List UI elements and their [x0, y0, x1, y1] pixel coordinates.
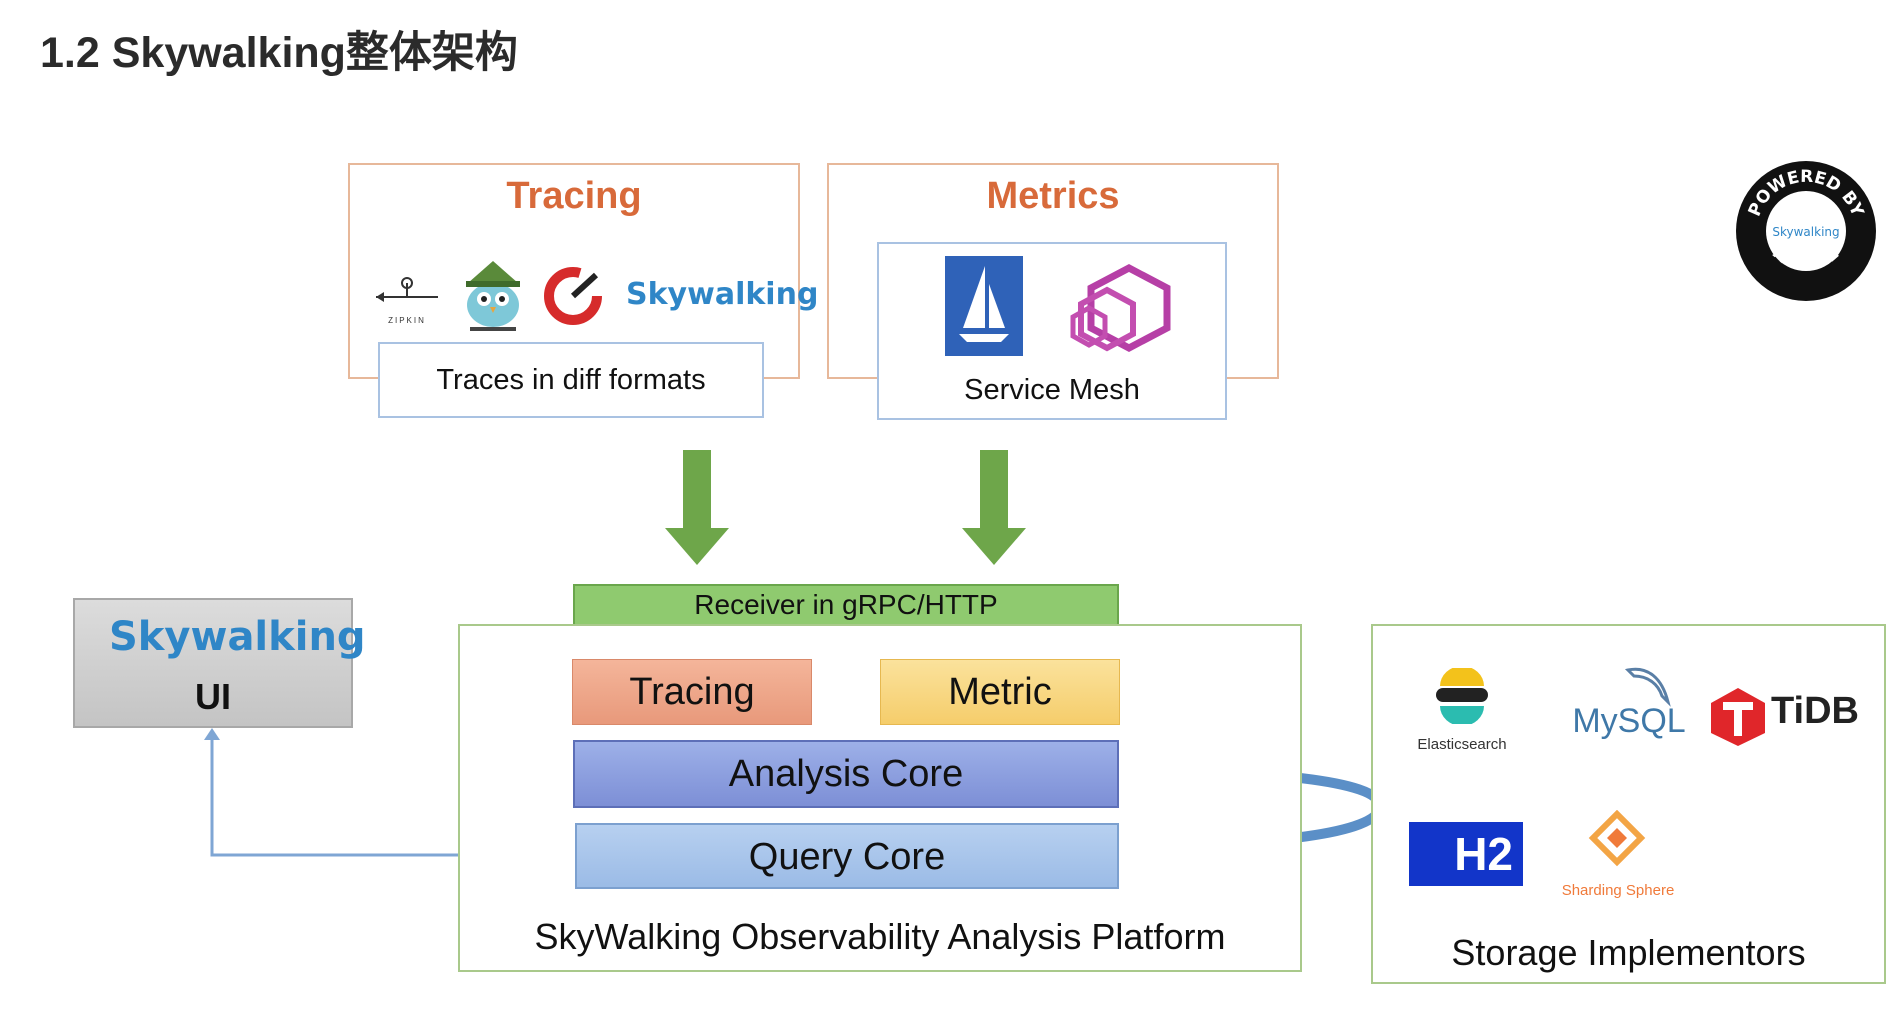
mysql-dolphin-icon	[1624, 667, 1671, 707]
query-core-box: Query Core	[575, 823, 1119, 889]
ui-label: UI	[195, 676, 231, 717]
service-mesh-caption: Service Mesh	[964, 374, 1140, 406]
powered-by-badge: POWERED BY APACHE Skywalking	[1733, 156, 1879, 306]
receiver-bar: Receiver in gRPC/HTTP	[573, 584, 1119, 626]
sharding-sphere-icon	[1588, 810, 1646, 867]
skywalking-ui-logo: Skywalking	[109, 614, 366, 660]
page-title: 1.2 Skywalking整体架构	[40, 29, 518, 77]
tidb-icon	[1711, 688, 1765, 746]
metrics-down-arrow	[962, 450, 1026, 565]
elasticsearch-icon	[1436, 668, 1488, 724]
mysql-label: MySQL	[1572, 702, 1686, 740]
skywalking-ui-box: Skywalking UI	[73, 598, 366, 728]
platform-caption: SkyWalking Observability Analysis Platfo…	[534, 916, 1226, 957]
elasticsearch-label: Elasticsearch	[1417, 736, 1507, 753]
powered-by-badge-icon: POWERED BY APACHE Skywalking	[1736, 161, 1876, 301]
platform-tracing-box: Tracing	[572, 659, 812, 725]
analysis-core-box: Analysis Core	[573, 740, 1119, 808]
sharding-sphere-label: Sharding Sphere	[1561, 882, 1675, 899]
zipkin-logo: ZIPKIN	[372, 277, 442, 327]
storage-section: Elasticsearch MySQL TiDB H2 Sharding Sph…	[1371, 624, 1886, 984]
h2-label: H2	[1454, 828, 1513, 880]
tidb-label: TiDB	[1771, 690, 1859, 732]
storage-caption: Storage Implementors	[1451, 932, 1806, 973]
query-to-ui-line	[210, 738, 575, 857]
tracing-down-arrow	[665, 450, 729, 565]
jaeger-icon	[466, 261, 520, 331]
query-to-ui-arrowhead	[204, 728, 220, 740]
traces-caption: Traces in diff formats	[436, 364, 706, 396]
service-mesh-box: Service Mesh	[877, 242, 1227, 420]
platform-metric-box: Metric	[880, 659, 1120, 725]
traces-caption-box: Traces in diff formats	[378, 342, 764, 418]
tracing-section-title: Tracing	[506, 175, 642, 217]
catapm-icon	[544, 267, 602, 325]
istio-icon	[945, 256, 1023, 356]
metrics-section-title: Metrics	[986, 175, 1120, 217]
envoy-icon	[1070, 264, 1171, 352]
h2-logo: H2	[1409, 822, 1523, 886]
badge-center-text: Skywalking	[1772, 225, 1839, 239]
zipkin-icon	[376, 277, 438, 302]
skywalking-logo: Skywalking	[626, 277, 819, 312]
zipkin-logo-text: ZIPKIN	[388, 316, 426, 325]
